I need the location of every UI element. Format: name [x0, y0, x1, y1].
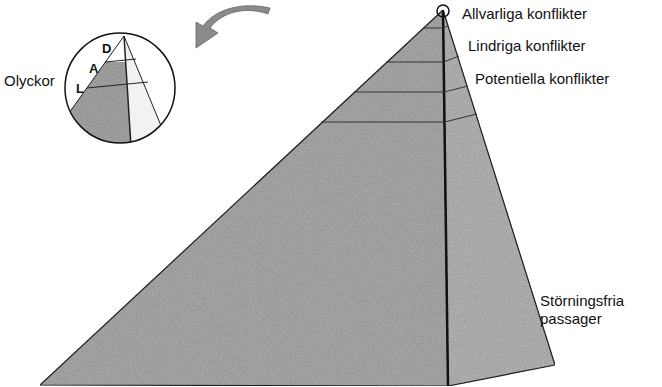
pyramid-label: Allvarliga konflikter [462, 5, 587, 23]
zoom-circle: DAL [64, 32, 176, 144]
pyramid-ridge [443, 10, 448, 386]
pyramid-label: Potentiella konflikter [475, 70, 609, 88]
level-letter: D [102, 42, 111, 56]
pyramid-label: Lindriga konflikter [468, 37, 586, 55]
zoom-arrow [196, 6, 270, 48]
pyramid-right-face [443, 10, 555, 386]
pyramid-label: Störningsfria passager [540, 292, 658, 328]
pyramid-left-face [40, 10, 448, 386]
level-letter: L [76, 82, 84, 96]
pyramid-label: Olyckor [4, 72, 55, 90]
apex-marker [437, 5, 449, 17]
band-lines [321, 26, 477, 122]
level-letter: A [89, 62, 98, 76]
